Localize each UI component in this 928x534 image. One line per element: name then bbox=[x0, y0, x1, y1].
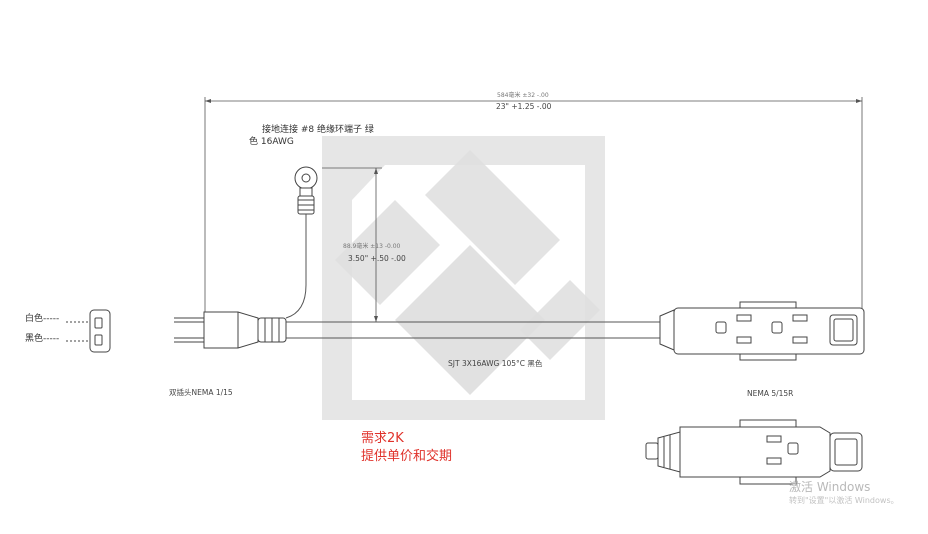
overall-length-in: 23" +1.25 -.00 bbox=[496, 102, 552, 111]
main-cable bbox=[286, 321, 660, 339]
plug-type-label: 双插头NEMA 1/15 bbox=[169, 388, 233, 397]
plug-white-label: 白色----- bbox=[25, 314, 60, 324]
ground-note-line2: 色 16AWG bbox=[249, 137, 294, 147]
outlet-box-side-view bbox=[645, 419, 863, 485]
overall-length-dimension bbox=[204, 97, 863, 330]
activation-title: 激活 Windows bbox=[789, 480, 871, 494]
request-quantity: 需求2K bbox=[361, 431, 404, 446]
ground-drop-dimension bbox=[322, 167, 382, 322]
outlet-type-label: NEMA 5/15R bbox=[747, 389, 794, 398]
plug-side-view bbox=[174, 311, 287, 349]
plug-black-label: 黑色----- bbox=[25, 334, 60, 344]
drop-length-in: 3.50" +.50 -.00 bbox=[348, 254, 406, 263]
request-price-leadtime: 提供单价和交期 bbox=[361, 449, 453, 464]
cable-spec-label: SJT 3X16AWG 105°C 黑色 bbox=[448, 359, 543, 368]
outlet-box-top-view bbox=[659, 301, 865, 361]
ring-terminal bbox=[294, 166, 318, 215]
drop-length-mm: 88.9毫米 ±13 -0.00 bbox=[343, 243, 401, 250]
ground-wire bbox=[285, 214, 307, 319]
activation-subtitle: 转到"设置"以激活 Windows。 bbox=[789, 496, 899, 505]
overall-length-mm: 584毫米 ±32 -.00 bbox=[497, 92, 549, 99]
watermark-logo bbox=[322, 136, 605, 420]
plug-front-view bbox=[66, 309, 111, 353]
ground-note-line1: 接地连接 #8 绝缘环端子 绿 bbox=[262, 125, 374, 135]
